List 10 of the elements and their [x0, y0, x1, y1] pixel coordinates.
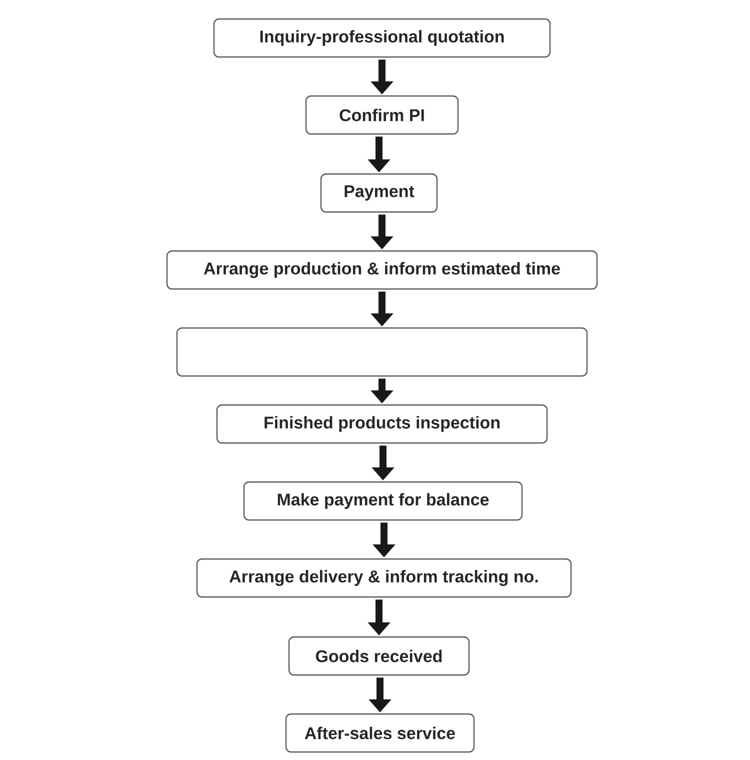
- process-box: [176, 327, 588, 377]
- process-box: Payment: [320, 173, 438, 213]
- process-box: Goods received: [288, 636, 470, 676]
- process-box: Inquiry-professional quotation: [213, 18, 551, 58]
- process-box: Arrange delivery & inform tracking no.: [196, 558, 572, 598]
- process-box: After-sales service: [285, 713, 475, 753]
- process-box: Make payment for balance: [243, 481, 523, 521]
- process-box: Confirm PI: [305, 95, 459, 135]
- process-box: Arrange production & inform estimated time: [166, 250, 598, 290]
- process-box: Finished products inspection: [216, 404, 548, 444]
